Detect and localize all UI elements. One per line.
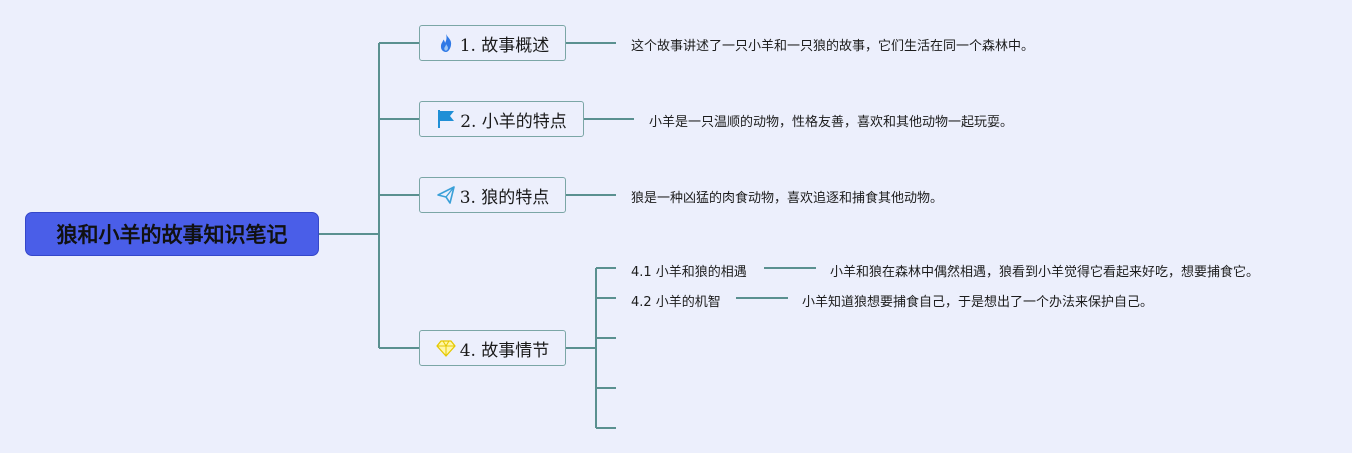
branch-label: 3. 狼的特点 [459, 187, 550, 208]
subtopic-meeting[interactable]: 4.1 小羊和狼的相遇 [631, 265, 747, 280]
branch-node-overview[interactable]: 1. 故事概述 [419, 25, 566, 61]
branch-node-lamb-traits[interactable]: 2. 小羊的特点 [419, 101, 584, 137]
branch-detail-wolf-traits: 狼是一种凶猛的肉食动物，喜欢追逐和捕食其他动物。 [631, 191, 944, 206]
branch-label: 4. 故事情节 [459, 340, 550, 361]
subtopic-detail-wit: 小羊知道狼想要捕食自己，于是想出了一个办法来保护自己。 [802, 295, 1154, 310]
root-node[interactable]: 狼和小羊的故事知识笔记 [25, 212, 319, 256]
branch-node-wolf-traits[interactable]: 3. 狼的特点 [419, 177, 566, 213]
fire-icon [436, 33, 456, 53]
branch-node-plot[interactable]: 4. 故事情节 [419, 330, 566, 366]
branch-label: 2. 小羊的特点 [460, 111, 567, 132]
paper-plane-icon [436, 185, 456, 205]
root-title: 狼和小羊的故事知识笔记 [56, 223, 288, 247]
subtopic-wit[interactable]: 4.2 小羊的机智 [631, 295, 721, 310]
branch-detail-lamb-traits: 小羊是一只温顺的动物，性格友善，喜欢和其他动物一起玩耍。 [649, 115, 1014, 130]
flag-icon [436, 109, 456, 129]
branch-label: 1. 故事概述 [459, 35, 550, 56]
diamond-icon [436, 338, 456, 358]
subtopic-detail-meeting: 小羊和狼在森林中偶然相遇，狼看到小羊觉得它看起来好吃，想要捕食它。 [830, 265, 1260, 280]
branch-detail-overview: 这个故事讲述了一只小羊和一只狼的故事，它们生活在同一个森林中。 [631, 39, 1035, 54]
